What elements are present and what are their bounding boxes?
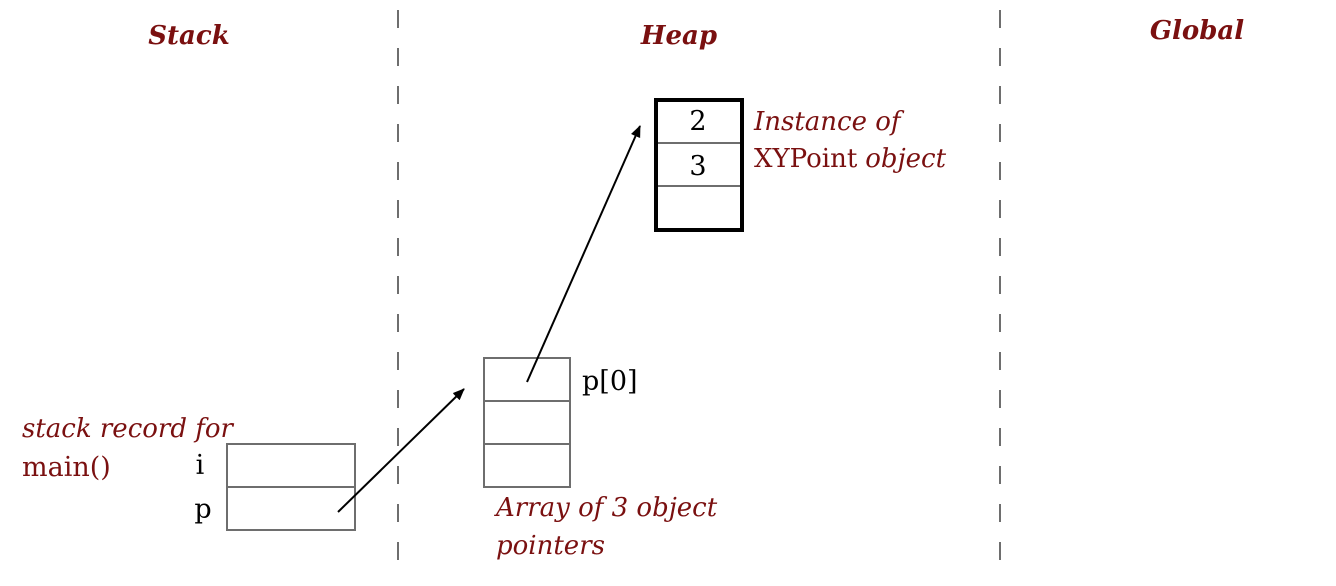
xypoint-field-y-value: 3 xyxy=(689,151,706,182)
column-title-stack: Stack xyxy=(148,21,229,51)
xypoint-caption-line1: Instance of xyxy=(753,107,905,137)
xypoint-field-x-value: 2 xyxy=(689,106,706,137)
arrow-p-to-array xyxy=(337,388,465,513)
array-caption-line2: pointers xyxy=(496,531,605,561)
array-caption-line1: Array of 3 object xyxy=(494,493,718,523)
array-slot-0-label: p[0] xyxy=(582,366,638,397)
stack-cell-i xyxy=(226,443,356,488)
stack-cell-p xyxy=(226,486,356,531)
stack-record-caption: stack record for xyxy=(22,414,235,444)
xypoint-class-name: XYPoint xyxy=(754,144,858,174)
array-slot-2 xyxy=(483,443,571,488)
stack-var-i-label: i xyxy=(196,450,205,481)
xypoint-caption-object: object xyxy=(865,144,946,174)
pointer-array xyxy=(483,357,571,488)
array-slot-0 xyxy=(483,357,571,402)
xypoint-instance: 2 3 xyxy=(654,98,744,232)
stack-record-function-name: main() xyxy=(22,452,111,483)
arrow-p0-to-xypoint xyxy=(526,125,641,383)
stack-record-main: i p xyxy=(194,443,356,531)
column-title-heap: Heap xyxy=(640,21,717,51)
stack-var-p-label: p xyxy=(194,494,211,525)
xypoint-box xyxy=(654,98,744,232)
column-title-global: Global xyxy=(1150,16,1244,46)
array-slot-1 xyxy=(483,400,571,445)
